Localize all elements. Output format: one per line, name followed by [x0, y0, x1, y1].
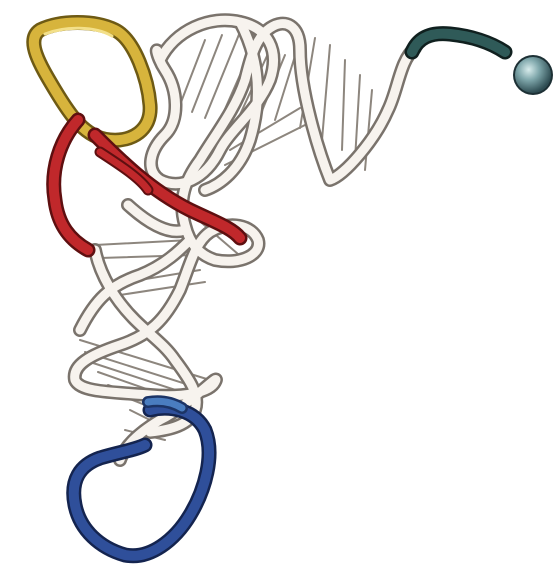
cca-tail: [412, 34, 505, 52]
base-pair-rungs: [80, 32, 372, 440]
d-loop: [34, 23, 150, 141]
amino-acid-sphere: [513, 55, 553, 95]
